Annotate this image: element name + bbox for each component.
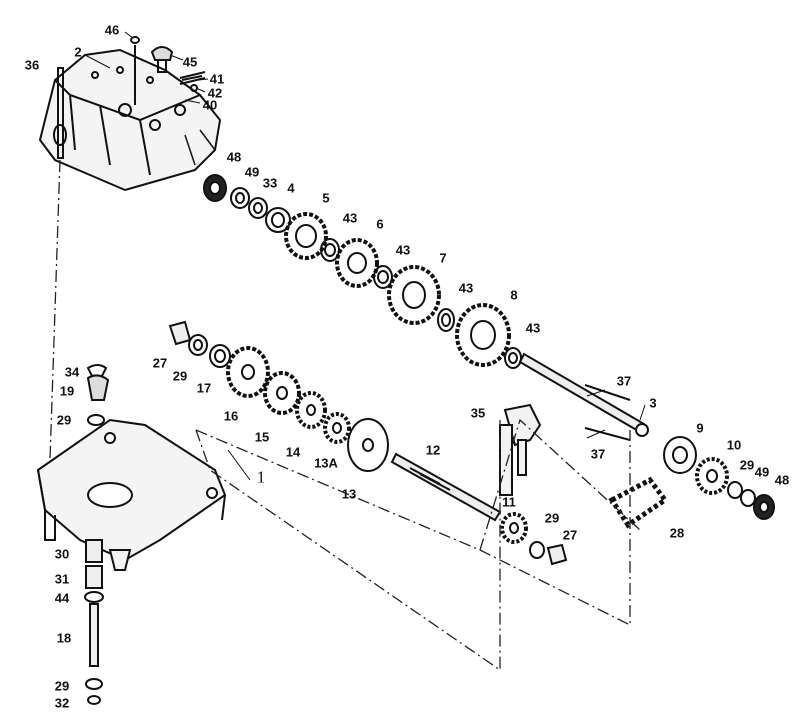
callout-49-lower: 49 bbox=[754, 464, 770, 480]
callout-29-c: 29 bbox=[739, 457, 755, 473]
callout-17: 17 bbox=[196, 380, 212, 396]
callout-36: 36 bbox=[24, 57, 40, 73]
callout-13A: 13A bbox=[314, 455, 338, 471]
upper-housing-cover bbox=[38, 48, 222, 192]
upper-small-parts bbox=[57, 36, 206, 159]
callout-42: 42 bbox=[207, 85, 223, 101]
callout-30: 30 bbox=[54, 546, 70, 562]
callout-4: 4 bbox=[287, 180, 295, 196]
callout-19: 19 bbox=[59, 383, 75, 399]
callout-12: 12 bbox=[425, 442, 441, 458]
callout-33: 33 bbox=[262, 175, 278, 191]
callout-29-e: 29 bbox=[54, 678, 70, 694]
shift-lever-35 bbox=[499, 403, 542, 496]
callout-9: 9 bbox=[696, 420, 704, 436]
callout-40: 40 bbox=[202, 97, 218, 113]
callout-37-upper: 37 bbox=[616, 373, 632, 389]
callout-5: 5 bbox=[322, 190, 330, 206]
upper-gear-train bbox=[203, 174, 522, 369]
callout-10: 10 bbox=[726, 437, 742, 453]
callout-37-lower: 37 bbox=[590, 446, 606, 462]
callout-29-d: 29 bbox=[544, 510, 560, 526]
callout-35: 35 bbox=[470, 405, 486, 421]
callout-48-upper: 48 bbox=[226, 149, 242, 165]
callout-27-upper: 27 bbox=[152, 355, 168, 371]
callout-45: 45 bbox=[182, 54, 198, 70]
callout-27-lower: 27 bbox=[562, 527, 578, 543]
callout-14: 14 bbox=[285, 444, 301, 460]
callout-34: 34 bbox=[64, 364, 80, 380]
callout-8: 8 bbox=[510, 287, 518, 303]
callout-28: 28 bbox=[669, 525, 685, 541]
callout-49-upper: 49 bbox=[244, 164, 260, 180]
callout-6: 6 bbox=[376, 216, 384, 232]
callout-43-c: 43 bbox=[458, 280, 474, 296]
callout-15: 15 bbox=[254, 429, 270, 445]
callout-43-d: 43 bbox=[525, 320, 541, 336]
callout-2: 2 bbox=[74, 44, 82, 60]
assembly-center-lines bbox=[49, 159, 641, 672]
leader-lines bbox=[84, 31, 646, 481]
callout-43-b: 43 bbox=[395, 242, 411, 258]
middle-gear-cluster bbox=[168, 320, 389, 472]
callout-7: 7 bbox=[439, 250, 447, 266]
callout-13: 13 bbox=[341, 486, 357, 502]
callout-11: 11 bbox=[502, 494, 516, 510]
lower-left-stack bbox=[84, 364, 110, 705]
callout-29-a: 29 bbox=[172, 368, 188, 384]
lower-right-parts bbox=[500, 436, 775, 566]
callout-16: 16 bbox=[223, 408, 239, 424]
callout-44: 44 bbox=[54, 590, 70, 606]
callout-18: 18 bbox=[56, 630, 72, 646]
callout-46: 46 bbox=[104, 22, 120, 38]
callout-31: 31 bbox=[54, 571, 70, 587]
lower-housing bbox=[36, 418, 227, 571]
callout-32: 32 bbox=[54, 695, 70, 711]
callout-43-a: 43 bbox=[342, 210, 358, 226]
callout-48-lower: 48 bbox=[774, 472, 790, 488]
shaft-12 bbox=[390, 452, 502, 522]
callout-3: 3 bbox=[649, 395, 657, 411]
callout-29-b: 29 bbox=[56, 412, 72, 428]
callout-1: 1 bbox=[256, 467, 266, 487]
callout-41: 41 bbox=[209, 71, 225, 87]
shaft-3 bbox=[518, 352, 649, 441]
